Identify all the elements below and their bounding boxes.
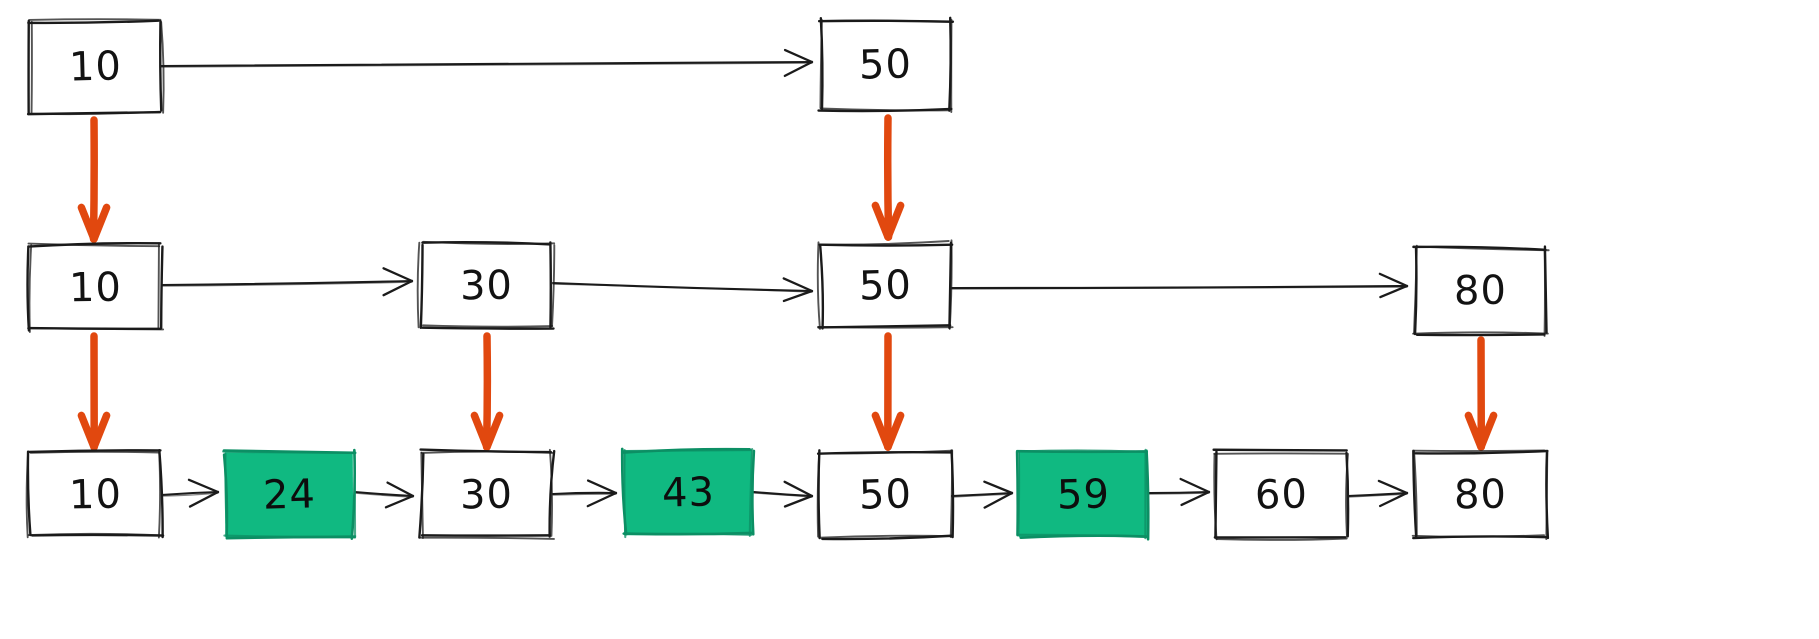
- node-value: 80: [1453, 471, 1508, 518]
- forward-link-arrow: [950, 480, 1014, 509]
- node-value: 50: [858, 261, 913, 310]
- forward-link-arrow: [159, 267, 414, 297]
- node-value: 60: [1254, 470, 1309, 519]
- node-value: 10: [68, 470, 123, 519]
- skip-list-node-43-highlighted[interactable]: 43: [620, 447, 756, 539]
- node-value: 10: [68, 264, 123, 311]
- skip-list-node-30[interactable]: 30: [418, 448, 556, 540]
- forward-link-arrow: [752, 480, 814, 508]
- skip-list-node-60[interactable]: 60: [1212, 448, 1350, 541]
- forward-link-arrow: [551, 277, 814, 303]
- node-value: 10: [68, 43, 123, 91]
- skip-list-node-80[interactable]: 80: [1412, 244, 1550, 337]
- skip-list-node-50[interactable]: 50: [816, 239, 954, 330]
- forward-link-arrow: [950, 272, 1409, 299]
- skip-list-node-50[interactable]: 50: [817, 16, 955, 113]
- node-value: 50: [858, 470, 913, 519]
- node-value: 30: [459, 262, 514, 309]
- forward-link-arrow: [1346, 479, 1409, 508]
- down-link-arrow: [871, 114, 905, 241]
- down-link-arrow: [470, 332, 504, 451]
- skip-list-node-10[interactable]: 10: [26, 18, 165, 116]
- skip-list-node-80[interactable]: 80: [1411, 449, 1550, 541]
- down-link-arrow: [1464, 336, 1498, 451]
- down-link-arrow: [77, 332, 111, 451]
- node-value: 43: [660, 468, 716, 517]
- down-link-arrow: [77, 116, 111, 243]
- down-link-arrow: [871, 332, 905, 451]
- skip-list-node-30[interactable]: 30: [416, 240, 556, 330]
- node-value: 30: [459, 470, 514, 519]
- node-value: 80: [1453, 267, 1508, 314]
- forward-link-arrow: [1147, 477, 1211, 507]
- skip-list-node-10[interactable]: 10: [25, 448, 165, 539]
- skip-list-node-59-highlighted[interactable]: 59: [1015, 448, 1150, 541]
- forward-link-arrow: [551, 479, 618, 508]
- forward-link-arrow: [159, 478, 220, 508]
- node-value: 59: [1056, 470, 1110, 519]
- skip-list-node-10[interactable]: 10: [26, 242, 165, 333]
- forward-link-arrow: [353, 481, 415, 509]
- node-value: 24: [261, 470, 317, 519]
- node-value: 50: [858, 41, 913, 89]
- skip-list-node-24-highlighted[interactable]: 24: [222, 448, 357, 540]
- forward-link-arrow: [159, 48, 814, 78]
- skip-list-node-50[interactable]: 50: [816, 449, 955, 541]
